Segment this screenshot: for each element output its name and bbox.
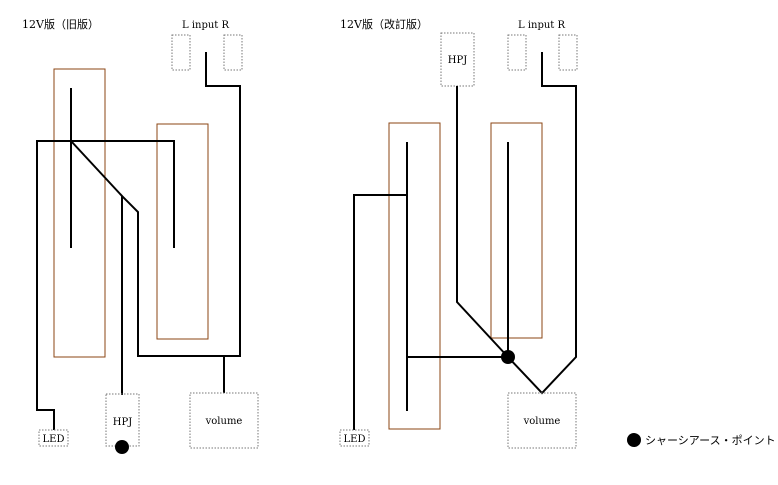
revised-led-box [339,429,370,447]
old-input-jack-label: L input R [182,20,229,31]
old-version-diagram: 12V版（旧版） L input R HPJ volume LED [22,17,259,454]
revised-volume-box [507,392,577,449]
old-volume-label: volume [205,416,243,427]
old-led-box [38,429,69,447]
old-input-jack-right [223,34,243,71]
revised-hpj-label: HPJ [448,55,467,66]
revised-hpj-wire [456,86,509,358]
revised-chassis-ground-point [501,350,515,364]
revised-component-outline-2 [490,122,543,339]
old-hpj-label: HPJ [113,417,132,428]
revised-led-label: LED [344,434,366,445]
old-component-outline-2 [156,123,209,340]
chassis-ground-legend-icon [627,433,641,447]
old-signal-wire [121,52,241,395]
old-chassis-ground-point [115,440,129,454]
revised-led-wire [353,194,407,430]
legend: シャーシアース・ポイント [627,433,776,447]
revised-input-jack-right [558,34,578,71]
old-hpj-box [105,393,140,447]
old-version-title: 12V版（旧版） [22,17,99,31]
old-led-label: LED [43,434,65,445]
revised-component-outline-1 [388,122,441,430]
revised-version-title: 12V版（改訂版） [340,17,428,31]
old-diagonal-wire [70,140,123,197]
chassis-ground-legend-label: シャーシアース・ポイント [645,434,776,447]
revised-signal-wire [507,52,577,395]
old-component-outline-1 [53,68,106,358]
old-ground-wire [36,140,175,430]
revised-input-jack-left [507,34,527,71]
revised-volume-label: volume [523,416,561,427]
old-volume-box [189,392,259,449]
revised-input-jack-label: L input R [518,20,565,31]
revised-version-diagram: 12V版（改訂版） L input R HPJ volume LED [339,17,578,449]
old-input-jack-left [171,34,191,71]
